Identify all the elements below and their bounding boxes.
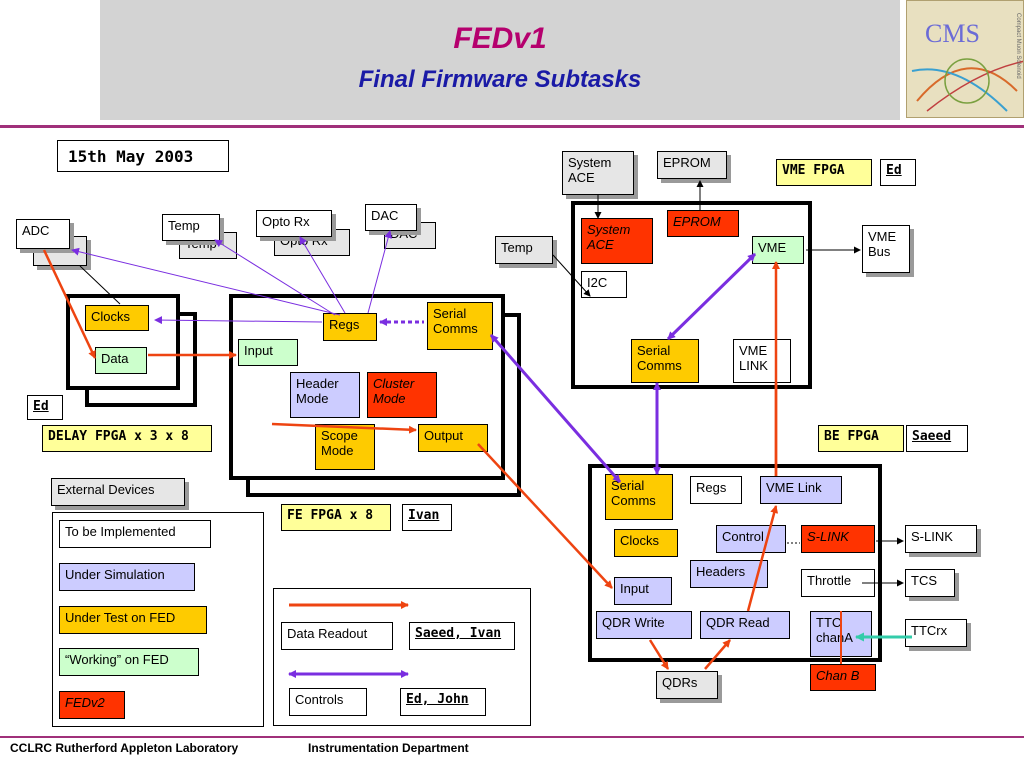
be-fpga-label: BE FPGA: [818, 425, 904, 452]
eprom-box: EPROM: [667, 210, 739, 237]
top-divider: [0, 125, 1024, 128]
be-clocks-box: Clocks: [614, 529, 678, 557]
delay-fpga-label: DELAY FPGA x 3 x 8: [42, 425, 212, 452]
be-qdr-write-box: QDR Write: [596, 611, 692, 639]
fe-cluster-mode-box: Cluster Mode: [367, 372, 437, 418]
vme-link-box: VME LINK: [733, 339, 791, 383]
legend-controls: Controls: [289, 688, 367, 716]
be-input-box: Input: [614, 577, 672, 605]
fe-header-mode-box: Header Mode: [290, 372, 360, 418]
fe-input-box: Input: [238, 339, 298, 366]
logo-text: CMS: [925, 19, 980, 48]
legend-under-simulation: Under Simulation: [59, 563, 195, 591]
fe-regs-box: Regs: [323, 313, 377, 341]
ext-ttcrx-box: TTCrx: [905, 619, 967, 647]
legend-to-be-implemented: To be Implemented: [59, 520, 211, 548]
delay-owner-ed-text: Ed: [33, 399, 49, 414]
fe-fpga-label: FE FPGA x 8: [281, 504, 391, 531]
title-band: [100, 0, 900, 120]
footer-dept: Instrumentation Department: [308, 741, 469, 755]
logo-side-text: Compact Muon Solenoid: [1015, 13, 1021, 79]
be-regs-box: Regs: [690, 476, 742, 504]
system-ace-box: System ACE: [581, 218, 653, 264]
ext-system-ace-box: System ACE: [562, 151, 634, 195]
vme-fpga-label: VME FPGA: [776, 159, 872, 186]
ext-eprom-box: EPROM: [657, 151, 727, 179]
ext-tcs-box: TCS: [905, 569, 955, 597]
vme-bus-box: VME Bus: [862, 225, 910, 273]
i2c-box: I2C: [581, 271, 627, 298]
bottom-divider: [0, 736, 1024, 738]
legend-controls-owner-text: Ed, John: [406, 692, 469, 707]
opto-rx-box: Opto Rx: [256, 210, 332, 237]
legend-working: “Working” on FED: [59, 648, 199, 676]
legend-fedv2: FEDv2: [59, 691, 125, 719]
slide-title: FEDv1: [453, 22, 547, 55]
chan-b-box: Chan B: [810, 664, 876, 691]
legend-external-devices: External Devices: [51, 478, 185, 506]
vme-temp-box: Temp: [495, 236, 553, 264]
be-owner-saeed: Saeed: [906, 425, 968, 452]
fe-serial-comms-box: Serial Comms: [427, 302, 493, 350]
fe-owner-ivan: Ivan: [402, 504, 452, 531]
legend-controls-owner: Ed, John: [400, 688, 486, 716]
be-throttle-box: Throttle: [801, 569, 875, 597]
dac-box: DAC: [365, 204, 417, 231]
be-serial-comms-box: Serial Comms: [605, 474, 673, 520]
delay-clocks-box: Clocks: [85, 305, 149, 331]
legend-data-readout: Data Readout: [281, 622, 393, 650]
adc-box: ADC: [16, 219, 70, 249]
be-vme-link-box: VME Link: [760, 476, 842, 504]
be-slink-box: S-LINK: [801, 525, 875, 553]
footer-lab: CCLRC Rutherford Appleton Laboratory: [10, 741, 239, 755]
be-headers-box: Headers: [690, 560, 768, 588]
delay-data-box: Data: [95, 347, 147, 374]
fe-scope-mode-box: Scope Mode: [315, 424, 375, 470]
slide-subtitle: Final Firmware Subtasks: [358, 66, 642, 93]
fe-output-box: Output: [418, 424, 488, 452]
delay-owner-ed: Ed: [27, 395, 63, 420]
cms-logo: CMS Compact Muon Solenoid: [906, 0, 1024, 118]
legend-data-readout-owner: Saeed, Ivan: [409, 622, 515, 650]
ext-slink-box: S-LINK: [905, 525, 977, 553]
qdrs-box: QDRs: [656, 671, 718, 699]
be-owner-saeed-text: Saeed: [912, 429, 952, 444]
fe-owner-ivan-text: Ivan: [408, 508, 440, 523]
vme-box: VME: [752, 236, 804, 264]
vme-owner-ed: Ed: [880, 159, 916, 186]
be-qdr-read-box: QDR Read: [700, 611, 790, 639]
legend-under-test: Under Test on FED: [59, 606, 207, 634]
be-control-box: Control: [716, 525, 786, 553]
vme-owner-ed-text: Ed: [886, 163, 902, 178]
legend-data-readout-owner-text: Saeed, Ivan: [415, 626, 502, 641]
temp-box: Temp: [162, 214, 220, 241]
be-ttc-chana-box: TTC chanA: [810, 611, 872, 657]
vme-serial-comms-box: Serial Comms: [631, 339, 699, 383]
date-label: 15th May 2003: [57, 140, 229, 172]
